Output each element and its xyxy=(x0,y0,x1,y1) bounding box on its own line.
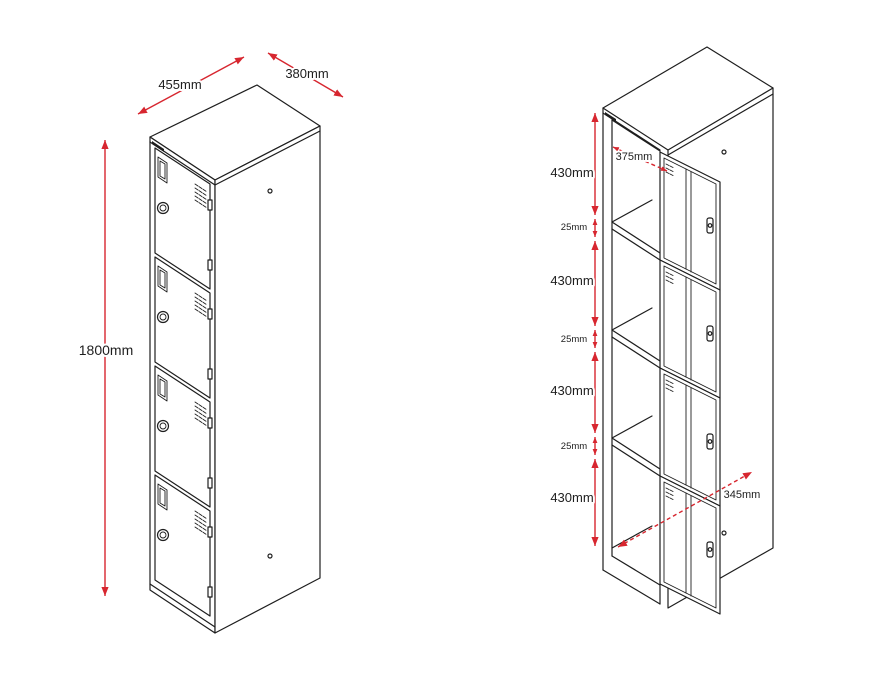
shelf-front-bottom-edge xyxy=(611,228,661,261)
door-hinge xyxy=(207,308,213,320)
left-locker-door xyxy=(154,365,213,508)
compartment-height-label: 430mm xyxy=(550,490,593,505)
door-hinge xyxy=(207,417,213,429)
ventilation-slots xyxy=(665,271,674,284)
door-inner-frame xyxy=(663,265,717,393)
door-panel xyxy=(154,256,211,399)
width-label: 455mm xyxy=(158,77,201,92)
frame-top-inner-edge xyxy=(611,119,661,152)
lock-cylinder xyxy=(707,331,713,336)
door-hinge xyxy=(207,368,213,380)
combination-lock xyxy=(156,528,170,542)
label-holder-window xyxy=(159,487,166,507)
ventilation-slots xyxy=(194,401,207,426)
left-locker-plinth-edge xyxy=(149,583,216,628)
shelf-thickness-label: 25mm xyxy=(561,441,587,452)
right-locker-door-open xyxy=(659,151,721,291)
brand-badge xyxy=(152,141,164,152)
inner-width-label: 375mm xyxy=(616,151,653,163)
combination-lock xyxy=(156,419,170,433)
shelf-top-edges xyxy=(611,415,661,470)
shelf-top-edges xyxy=(611,199,661,254)
shelf xyxy=(611,415,661,477)
height-label: 1800mm xyxy=(79,342,133,358)
combination-lock-dial xyxy=(159,204,167,212)
shelf xyxy=(611,199,661,261)
right-locker-door-open xyxy=(659,259,721,399)
label-holder-window xyxy=(159,269,166,289)
door-handle xyxy=(706,217,714,234)
lock-cylinder xyxy=(707,547,713,552)
floor-edge xyxy=(611,525,653,549)
combination-lock-dial xyxy=(159,422,167,430)
door-panel xyxy=(154,147,211,290)
ventilation-slots xyxy=(665,163,674,176)
ventilation-slots xyxy=(194,292,207,317)
compartment-height-label: 430mm xyxy=(550,273,593,288)
shelf-thickness-label: 25mm xyxy=(561,334,587,345)
label-holder xyxy=(157,156,168,184)
combination-lock-dial xyxy=(159,313,167,321)
door-hinge xyxy=(207,199,213,211)
door-hinge xyxy=(207,259,213,271)
door-panel xyxy=(154,474,211,617)
lock-cylinder xyxy=(707,223,713,228)
side-panel-screw xyxy=(721,149,727,155)
door-hinge xyxy=(207,526,213,538)
door-hinge xyxy=(207,586,213,598)
shelf-thickness-label: 25mm xyxy=(561,222,587,233)
depth-dimension-arrow xyxy=(267,52,344,98)
combination-lock xyxy=(156,201,170,215)
plinth-top-edge xyxy=(611,555,661,586)
left-locker-top-lip xyxy=(149,130,321,186)
label-holder xyxy=(157,483,168,511)
label-holder-window xyxy=(159,378,166,398)
label-holder xyxy=(157,374,168,402)
combination-lock-dial xyxy=(159,531,167,539)
left-locker-door xyxy=(154,474,213,617)
ventilation-slots xyxy=(194,183,207,208)
door-hinge xyxy=(207,477,213,489)
inner-width-arrow xyxy=(612,146,668,172)
door-handle xyxy=(706,325,714,342)
door-panel xyxy=(154,365,211,508)
ventilation-slots xyxy=(194,510,207,535)
lock-cylinder xyxy=(707,439,713,444)
compartment-height-label: 430mm xyxy=(550,383,593,398)
shelf xyxy=(611,307,661,369)
depth-label: 380mm xyxy=(285,66,328,81)
side-panel-screw xyxy=(267,188,273,194)
door-handle xyxy=(706,433,714,450)
inner-depth-arrow xyxy=(617,471,753,548)
shelf-top-edges xyxy=(611,307,661,362)
left-locker xyxy=(149,84,321,634)
compartment-height-label: 430mm xyxy=(550,165,593,180)
right-locker xyxy=(602,46,774,615)
label-holder xyxy=(157,265,168,293)
left-locker-side-panel xyxy=(214,125,321,634)
plinth-bottom-edge xyxy=(602,569,661,605)
width-dimension-arrow xyxy=(137,56,245,115)
left-locker-door xyxy=(154,147,213,290)
shelf-front-bottom-edge xyxy=(611,444,661,477)
side-panel-screw xyxy=(267,553,273,559)
shelf-front-bottom-edge xyxy=(611,336,661,369)
door-inner-frame xyxy=(663,157,717,285)
left-locker-door xyxy=(154,256,213,399)
left-locker-dimensions: 455mm 380mm 1800mm xyxy=(77,52,344,596)
inner-depth-label: 345mm xyxy=(724,489,761,501)
ventilation-slots xyxy=(665,379,674,392)
right-locker-dimensions: 430mm 25mm 430mm 25mm 430mm 25mm 430mm 3… xyxy=(548,113,762,548)
brand-badge xyxy=(605,112,616,122)
combination-lock xyxy=(156,310,170,324)
locker-floor xyxy=(611,525,653,549)
label-holder-window xyxy=(159,160,166,180)
